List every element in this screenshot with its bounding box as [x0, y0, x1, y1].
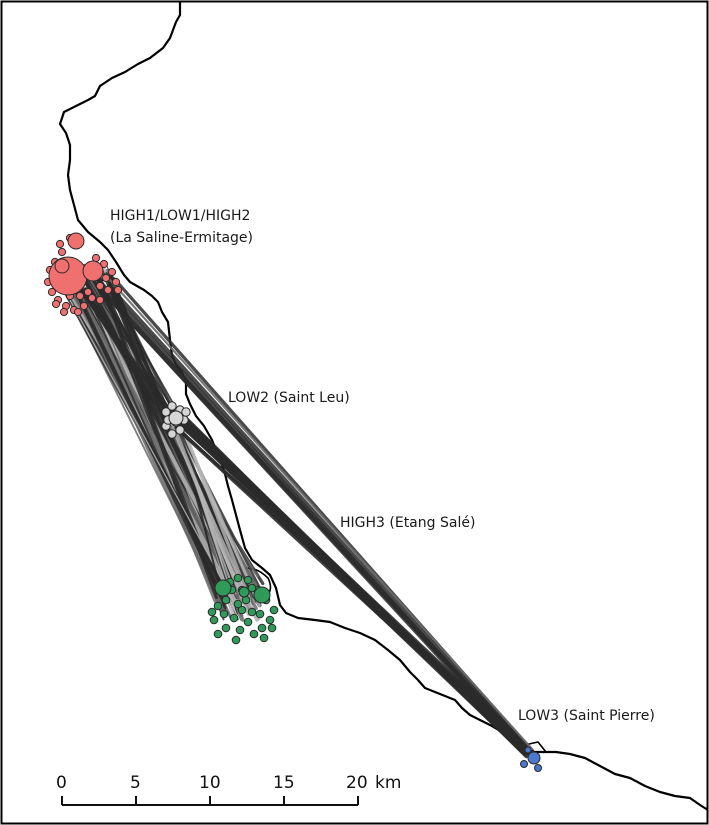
node-green: [249, 629, 259, 639]
node-blue: [520, 760, 528, 768]
node-red: [73, 307, 83, 317]
node-red: [95, 295, 105, 305]
node-red-medium: [82, 260, 104, 282]
node-green: [209, 615, 219, 625]
site-nodes: [43, 232, 542, 772]
node-red: [101, 273, 111, 283]
node-green: [213, 629, 223, 639]
node-grey-large: [168, 410, 184, 426]
node-red: [83, 287, 93, 297]
node-red: [113, 285, 123, 295]
node-green: [221, 595, 231, 605]
node-green-medium: [238, 586, 250, 598]
node-red: [103, 285, 113, 295]
label-high1-line1: HIGH1/LOW1/HIGH2: [110, 208, 250, 224]
link-red-blue: [108, 278, 534, 751]
node-green: [267, 623, 277, 633]
link-red-blue: [98, 287, 534, 759]
label-low2: LOW2 (Saint Leu): [228, 390, 350, 406]
node-red: [55, 239, 65, 249]
label-low3: LOW3 (Saint Pierre): [518, 708, 655, 724]
link-grey-green: [176, 417, 261, 607]
node-green: [233, 573, 243, 583]
node-red: [57, 247, 67, 257]
node-red: [87, 293, 97, 303]
link-grey-green: [174, 422, 265, 596]
node-green: [207, 607, 217, 617]
node-blue: [524, 746, 532, 754]
link-red-grey: [88, 272, 177, 425]
node-grey: [167, 401, 177, 411]
node-green: [221, 623, 231, 633]
node-green: [219, 609, 229, 619]
link-red-blue: [108, 285, 534, 754]
node-red: [107, 267, 117, 277]
node-grey: [181, 407, 191, 417]
node-green: [257, 623, 267, 633]
node-green: [235, 625, 245, 635]
node-red: [59, 307, 69, 317]
node-red: [75, 291, 85, 301]
node-green: [265, 615, 275, 625]
scale-tick-10: 10: [199, 773, 221, 793]
node-green: [233, 599, 243, 609]
node-green: [213, 601, 223, 611]
label-high1-line2: (La Saline-Ermitage): [110, 230, 253, 246]
node-red: [95, 281, 105, 291]
link-red-green: [62, 285, 238, 608]
node-green: [229, 613, 239, 623]
node-red: [79, 301, 89, 311]
connection-links: [59, 261, 535, 759]
label-high3: HIGH3 (Etang Salé): [340, 515, 475, 531]
node-green-large: [214, 579, 232, 597]
node-green: [231, 635, 241, 645]
node-grey: [175, 425, 185, 435]
scale-tick-0: 0: [56, 773, 67, 793]
scale-tick-15: 15: [273, 773, 295, 793]
node-green-large: [253, 586, 271, 604]
node-red-medium: [67, 232, 85, 250]
node-blue-large: [527, 751, 541, 765]
scale-unit: km: [375, 773, 401, 793]
node-green: [255, 609, 265, 619]
node-green: [247, 607, 257, 617]
scale-tick-5: 5: [130, 773, 141, 793]
node-grey: [167, 429, 177, 439]
node-green: [237, 605, 247, 615]
scale-bar: [61, 796, 359, 806]
node-blue: [534, 764, 542, 772]
node-green: [259, 633, 269, 643]
node-red: [111, 277, 121, 287]
node-red-medium: [54, 258, 70, 274]
node-red: [51, 299, 61, 309]
node-green: [243, 617, 253, 627]
node-green: [243, 575, 253, 585]
link-red-grey: [68, 273, 174, 422]
node-green: [269, 605, 279, 615]
node-green: [247, 583, 257, 593]
scale-tick-20: 20: [346, 773, 368, 793]
node-red: [47, 287, 57, 297]
